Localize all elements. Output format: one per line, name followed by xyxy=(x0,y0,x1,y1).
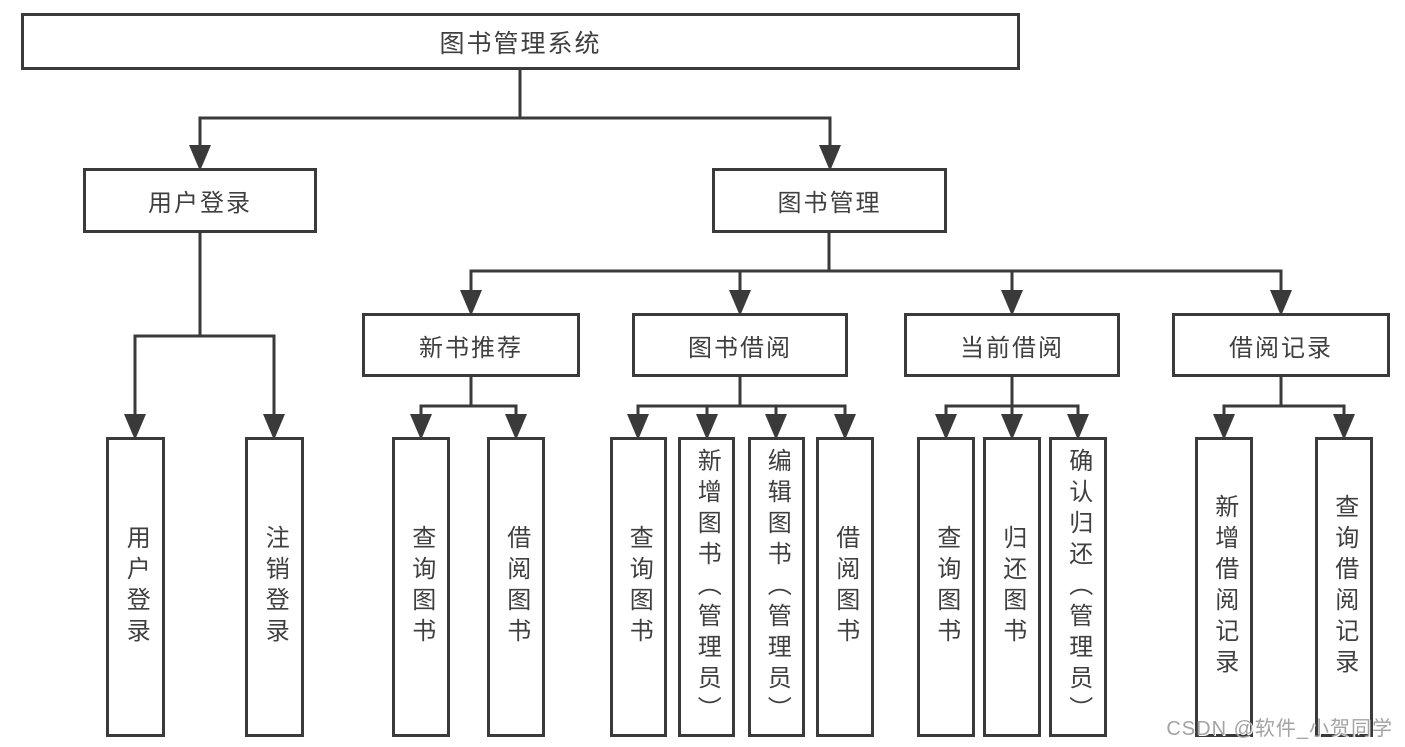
arrow-head xyxy=(1333,414,1355,440)
arrow-head xyxy=(1001,290,1023,316)
arrow-head xyxy=(124,414,146,440)
node-label: 新书推荐 xyxy=(419,334,523,362)
leaf-borrow-books-recommend: 借阅图书 xyxy=(487,437,545,737)
node-user-login: 用户登录 xyxy=(83,168,317,233)
node-label: 借阅图书 xyxy=(502,525,530,649)
leaf-logout: 注销登录 xyxy=(245,437,304,737)
node-borrowing-records: 借阅记录 xyxy=(1172,313,1390,377)
node-label: 图书借阅 xyxy=(688,334,792,362)
node-label: 用户登录 xyxy=(122,525,150,649)
node-label: 新增图书（管理员） xyxy=(693,447,721,727)
arrow-head xyxy=(765,414,787,440)
node-book-management: 图书管理 xyxy=(712,168,947,233)
node-label: 注销登录 xyxy=(261,525,289,649)
arrow-head xyxy=(819,145,841,171)
node-label: 查询图书 xyxy=(625,525,653,649)
arrow-head xyxy=(1067,414,1089,440)
leaf-add-books-admin: 新增图书（管理员） xyxy=(678,437,735,737)
node-label: 用户登录 xyxy=(148,190,252,217)
arrow-head xyxy=(834,414,856,440)
leaf-query-books-recommend: 查询图书 xyxy=(392,437,450,737)
node-library-system: 图书管理系统 xyxy=(21,13,1020,70)
node-label: 借阅图书 xyxy=(831,525,859,649)
leaf-add-borrow-record: 新增借阅记录 xyxy=(1195,437,1253,737)
node-label: 归还图书 xyxy=(998,525,1026,649)
node-label: 借阅记录 xyxy=(1229,334,1333,362)
csdn-watermark: CSDN @软件_小贺同学 xyxy=(1166,718,1393,740)
leaf-borrow-books-borrowing: 借阅图书 xyxy=(816,437,874,737)
arrow-head xyxy=(627,414,649,440)
leaf-confirm-return-admin: 确认归还（管理员） xyxy=(1049,437,1107,737)
node-label: 当前借阅 xyxy=(960,334,1064,362)
leaf-query-borrow-record: 查询借阅记录 xyxy=(1315,437,1373,737)
arrow-head xyxy=(1213,414,1235,440)
arrow-head xyxy=(505,414,527,440)
node-label: 查询图书 xyxy=(932,525,960,649)
node-label: 查询借阅记录 xyxy=(1330,494,1358,680)
node-new-book-recommendation: 新书推荐 xyxy=(362,313,580,377)
node-label: 新增借阅记录 xyxy=(1210,494,1238,680)
arrow-head xyxy=(460,290,482,316)
node-label: 编辑图书（管理员） xyxy=(763,447,791,727)
leaf-query-books-current: 查询图书 xyxy=(917,437,975,737)
leaf-return-books: 归还图书 xyxy=(983,437,1041,737)
node-label: 图书管理系统 xyxy=(439,29,602,58)
arrow-head xyxy=(696,414,718,440)
arrow-head xyxy=(1001,414,1023,440)
arrow-head xyxy=(729,290,751,316)
node-current-borrowing: 当前借阅 xyxy=(904,313,1120,377)
arrow-head xyxy=(935,414,957,440)
arrow-head xyxy=(410,414,432,440)
node-label: 查询图书 xyxy=(407,525,435,649)
node-label: 图书管理 xyxy=(777,190,882,217)
arrow-head xyxy=(189,145,211,171)
arrow-head xyxy=(263,414,285,440)
leaf-user-login: 用户登录 xyxy=(106,437,165,737)
node-book-borrowing: 图书借阅 xyxy=(632,313,848,377)
leaf-edit-books-admin: 编辑图书（管理员） xyxy=(748,437,805,737)
arrow-head xyxy=(1270,290,1292,316)
node-label: 确认归还（管理员） xyxy=(1064,447,1092,727)
leaf-query-books-borrowing: 查询图书 xyxy=(610,437,667,737)
